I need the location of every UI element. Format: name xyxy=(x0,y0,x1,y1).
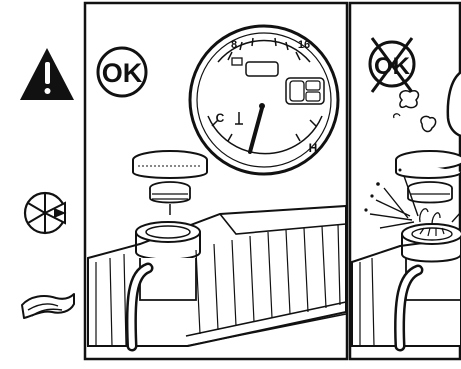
diagnostic-icon xyxy=(25,193,66,233)
gauge-hot-label: H xyxy=(309,141,318,155)
ok-badge: OK xyxy=(98,48,146,96)
gauge-cold-label: C xyxy=(216,111,225,125)
temperature-gauge: 8 16 C H xyxy=(190,26,338,174)
filler-neck xyxy=(136,222,200,300)
ok-badge-label: OK xyxy=(102,58,143,88)
cloth-icon xyxy=(22,294,74,318)
gauge-scale-low: 8 xyxy=(231,39,237,51)
gauge-scale-high: 16 xyxy=(298,39,310,51)
warning-icon xyxy=(20,48,74,100)
not-ok-badge: OK xyxy=(370,38,414,92)
